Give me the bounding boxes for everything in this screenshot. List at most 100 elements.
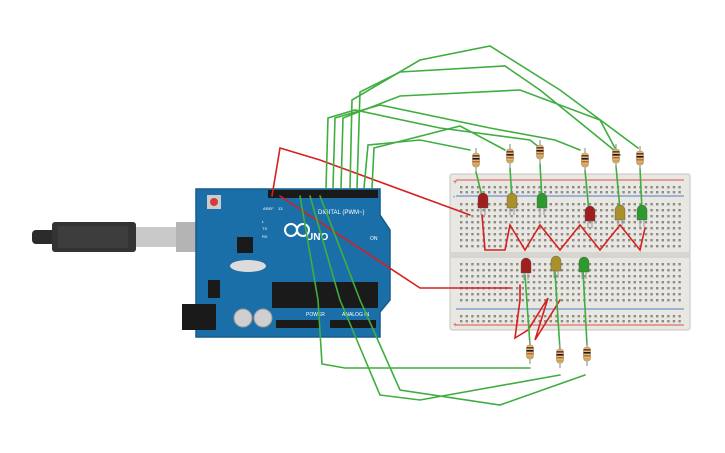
led-yellow[interactable] <box>550 255 562 278</box>
breadboard-hole <box>588 269 592 272</box>
breadboard-hole <box>678 221 681 224</box>
wire-green-1[interactable] <box>325 109 541 189</box>
led-yellow[interactable] <box>614 204 626 227</box>
breadboard-hole <box>527 245 530 248</box>
wire-green-9[interactable] <box>309 195 561 401</box>
led-green[interactable] <box>578 256 590 279</box>
led-red[interactable] <box>477 192 489 215</box>
breadboard-hole <box>532 245 536 248</box>
breadboard-hole <box>628 186 631 189</box>
breadboard-hole <box>605 293 608 296</box>
led-green[interactable] <box>636 204 648 227</box>
usb-cable[interactable] <box>32 222 206 252</box>
wire-green-7[interactable] <box>371 125 506 189</box>
resistors-layer[interactable] <box>472 140 644 368</box>
led-green[interactable] <box>536 192 548 215</box>
breadboard-hole <box>600 299 603 302</box>
breadboard-hole <box>644 227 648 230</box>
breadboard-hole <box>644 239 648 242</box>
wire-led-top-5[interactable] <box>615 165 621 211</box>
resistor[interactable] <box>583 342 591 366</box>
resistor[interactable] <box>506 144 514 168</box>
breadboard-hole <box>549 299 552 302</box>
breadboard-hole <box>465 227 468 230</box>
breadboard-hole <box>622 287 625 290</box>
capacitor-1 <box>233 308 253 328</box>
breadboard-hole <box>661 209 664 212</box>
breadboard-hole <box>521 209 524 212</box>
wire-red-row-bottom[interactable] <box>513 284 561 341</box>
breadboard-hole <box>538 281 541 284</box>
breadboard-hole <box>560 191 564 194</box>
wire-green-4[interactable] <box>349 45 639 189</box>
breadboard-hole <box>594 227 597 230</box>
breadboard-hole <box>510 269 513 272</box>
breadboard-hole <box>672 263 676 266</box>
breadboard-hole <box>465 293 468 296</box>
wire-green-8[interactable] <box>299 195 531 369</box>
resistor-band <box>556 360 564 362</box>
wire-led-bot-3[interactable] <box>582 269 588 346</box>
breadboard-hole <box>493 221 496 224</box>
resistor[interactable] <box>581 148 589 172</box>
breadboard-hole <box>566 221 569 224</box>
arduino-board[interactable]: DIGITAL (PWM~) AREF 13 UNO ON TX RX L PO… <box>182 188 391 338</box>
breadboard-hole <box>667 293 670 296</box>
digital-header <box>268 190 378 198</box>
breadboard-hole <box>622 221 625 224</box>
wire-red-gnd[interactable] <box>271 146 471 216</box>
reset-button[interactable] <box>210 198 218 206</box>
breadboard-hole <box>504 209 508 212</box>
breadboard-hole <box>572 191 575 194</box>
wire-green-3[interactable] <box>340 89 616 189</box>
resistor[interactable] <box>526 340 534 364</box>
wire-green-10[interactable] <box>319 195 586 406</box>
breadboard-hole <box>555 191 558 194</box>
breadboard-hole <box>510 281 513 284</box>
breadboard-hole <box>594 269 597 272</box>
breadboard-hole <box>476 275 480 278</box>
breadboard-hole <box>510 299 513 302</box>
led-yellow[interactable] <box>506 192 518 215</box>
led-red[interactable] <box>584 205 596 228</box>
resistor[interactable] <box>636 146 644 170</box>
resistor-band <box>612 151 620 153</box>
breadboard-hole <box>600 263 603 266</box>
breadboard-hole <box>600 269 603 272</box>
rx-label: RX <box>262 234 268 239</box>
wire-led-top-4[interactable] <box>584 169 590 213</box>
breadboard-hole <box>639 227 642 230</box>
breadboard-hole <box>471 320 474 323</box>
breadboard-hole <box>583 275 586 278</box>
wire-green-2[interactable] <box>332 104 581 189</box>
wire-led-bot-2[interactable] <box>554 271 561 351</box>
resistor[interactable] <box>556 344 564 368</box>
resistor[interactable] <box>536 140 544 164</box>
leds-layer[interactable] <box>477 192 648 280</box>
led-red[interactable] <box>520 257 532 280</box>
breadboard-hole <box>460 299 463 302</box>
breadboard-hole <box>560 209 564 212</box>
resistor[interactable] <box>612 144 620 168</box>
wire-led-top-6[interactable] <box>639 167 643 211</box>
breadboard-hole <box>544 215 547 218</box>
wires-layer[interactable] <box>271 45 646 406</box>
breadboard-hole <box>622 315 625 318</box>
breadboard-hole <box>672 299 676 302</box>
led-dome <box>477 192 489 209</box>
breadboard-hole <box>633 315 636 318</box>
resistor[interactable] <box>472 148 480 172</box>
wire-led-bot-1[interactable] <box>524 274 531 346</box>
breadboard-hole <box>633 269 636 272</box>
breadboard-hole <box>460 281 463 284</box>
wire-green-5[interactable] <box>356 65 621 189</box>
wire-red-gnd-2[interactable] <box>279 195 511 289</box>
usb-plug-metal <box>136 227 176 247</box>
wire-red-row-top[interactable] <box>481 214 646 252</box>
breadboard-hole <box>555 239 558 242</box>
breadboard-hole <box>678 186 681 189</box>
breadboard-hole <box>532 221 536 224</box>
breadboard-hole <box>499 299 502 302</box>
breadboard-hole <box>555 227 558 230</box>
